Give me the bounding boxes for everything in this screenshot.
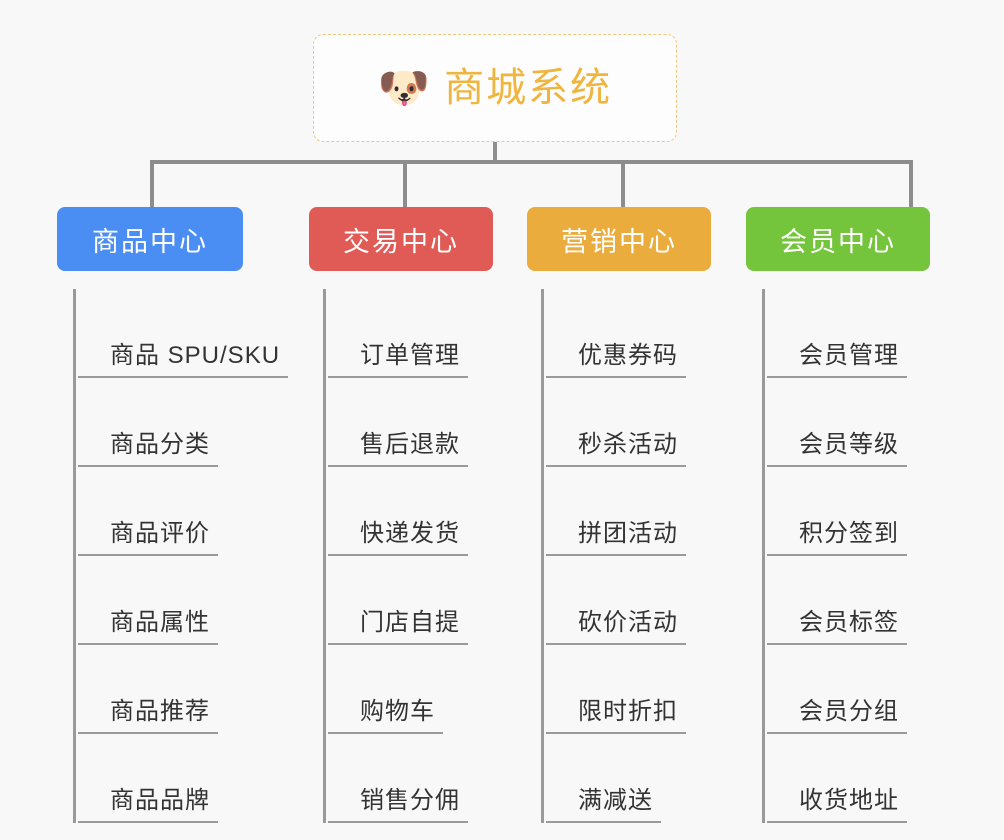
connector-drop-trade-center — [403, 160, 407, 208]
shiba-dog-icon: 🐶 — [377, 64, 431, 111]
list-item-label: 会员等级 — [767, 431, 907, 467]
list-item[interactable]: 会员等级 — [767, 378, 930, 467]
branch-header-trade-center[interactable]: 交易中心 — [309, 207, 493, 271]
list-item-label: 满减送 — [546, 787, 661, 823]
list-item[interactable]: 优惠券码 — [546, 289, 711, 378]
list-item[interactable]: 商品属性 — [78, 556, 243, 645]
list-item-label: 商品评价 — [78, 520, 218, 556]
list-item-label: 会员分组 — [767, 698, 907, 734]
connector-horizontal-bus — [150, 160, 913, 164]
list-item-label: 积分签到 — [767, 520, 907, 556]
list-item-label: 售后退款 — [328, 431, 468, 467]
branch-member-center: 会员中心 会员管理 会员等级 积分签到 会员标签 会员分组 收货地址 — [746, 207, 930, 823]
list-item[interactable]: 商品 SPU/SKU — [78, 289, 289, 378]
list-item[interactable]: 商品评价 — [78, 467, 243, 556]
list-item[interactable]: 售后退款 — [328, 378, 493, 467]
list-item[interactable]: 购物车 — [328, 645, 493, 734]
list-item[interactable]: 会员分组 — [767, 645, 930, 734]
list-item-label: 销售分佣 — [328, 787, 468, 823]
list-item-label: 购物车 — [328, 698, 443, 734]
list-item[interactable]: 商品推荐 — [78, 645, 243, 734]
list-item[interactable]: 门店自提 — [328, 556, 493, 645]
branch-header-product-center[interactable]: 商品中心 — [57, 207, 243, 271]
connector-drop-member-center — [909, 160, 913, 208]
list-item[interactable]: 销售分佣 — [328, 734, 493, 823]
branch-product-center: 商品中心 商品 SPU/SKU 商品分类 商品评价 商品属性 商品推荐 商品品牌 — [57, 207, 289, 823]
connector-root-stem — [493, 142, 497, 162]
list-item-label: 订单管理 — [328, 342, 468, 378]
connector-drop-marketing-center — [621, 160, 625, 208]
list-item-label: 商品品牌 — [78, 787, 218, 823]
list-item-label: 限时折扣 — [546, 698, 686, 734]
list-item[interactable]: 快递发货 — [328, 467, 493, 556]
list-item-label: 快递发货 — [328, 520, 468, 556]
list-item[interactable]: 收货地址 — [767, 734, 930, 823]
branch-items-member-center: 会员管理 会员等级 积分签到 会员标签 会员分组 收货地址 — [762, 289, 930, 823]
list-item-label: 拼团活动 — [546, 520, 686, 556]
list-item[interactable]: 拼团活动 — [546, 467, 711, 556]
root-node[interactable]: 🐶 商城系统 — [313, 34, 677, 142]
list-item-label: 会员管理 — [767, 342, 907, 378]
list-item[interactable]: 砍价活动 — [546, 556, 711, 645]
list-item[interactable]: 积分签到 — [767, 467, 930, 556]
branch-header-member-center[interactable]: 会员中心 — [746, 207, 930, 271]
list-item-label: 商品推荐 — [78, 698, 218, 734]
list-item[interactable]: 满减送 — [546, 734, 711, 823]
list-item[interactable]: 会员管理 — [767, 289, 930, 378]
list-item-label: 商品属性 — [78, 609, 218, 645]
list-item[interactable]: 订单管理 — [328, 289, 493, 378]
list-item-label: 收货地址 — [767, 787, 907, 823]
branch-header-marketing-center[interactable]: 营销中心 — [527, 207, 711, 271]
list-item-label: 商品分类 — [78, 431, 218, 467]
list-item-label: 优惠券码 — [546, 342, 686, 378]
list-item[interactable]: 秒杀活动 — [546, 378, 711, 467]
branch-items-trade-center: 订单管理 售后退款 快递发货 门店自提 购物车 销售分佣 — [323, 289, 493, 823]
branch-items-product-center: 商品 SPU/SKU 商品分类 商品评价 商品属性 商品推荐 商品品牌 — [73, 289, 289, 823]
root-title: 商城系统 — [444, 66, 613, 110]
list-item[interactable]: 商品分类 — [78, 378, 243, 467]
connector-drop-product-center — [150, 160, 154, 208]
list-item[interactable]: 商品品牌 — [78, 734, 243, 823]
list-item[interactable]: 限时折扣 — [546, 645, 711, 734]
list-item-label: 门店自提 — [328, 609, 468, 645]
list-item-label: 商品 SPU/SKU — [78, 342, 289, 378]
branch-trade-center: 交易中心 订单管理 售后退款 快递发货 门店自提 购物车 销售分佣 — [309, 207, 493, 823]
branch-marketing-center: 营销中心 优惠券码 秒杀活动 拼团活动 砍价活动 限时折扣 满减送 — [527, 207, 711, 823]
branch-items-marketing-center: 优惠券码 秒杀活动 拼团活动 砍价活动 限时折扣 满减送 — [541, 289, 711, 823]
list-item-label: 秒杀活动 — [546, 431, 686, 467]
list-item[interactable]: 会员标签 — [767, 556, 930, 645]
list-item-label: 会员标签 — [767, 609, 907, 645]
list-item-label: 砍价活动 — [546, 609, 686, 645]
